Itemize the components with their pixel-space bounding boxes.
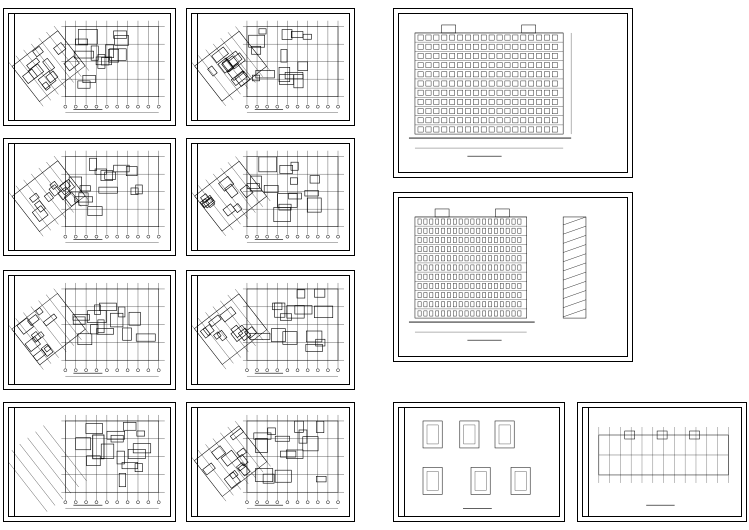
sheet-frame: [191, 275, 350, 385]
title-strip: [583, 408, 589, 516]
drawing-sheet-1: [3, 8, 176, 126]
sheet-frame: [8, 275, 171, 385]
title-strip: [9, 408, 15, 516]
sheet-frame: [398, 197, 628, 357]
roof-plan-sheet: [577, 402, 747, 522]
title-strip: [192, 144, 198, 250]
elevation-sheet-2: [393, 192, 633, 362]
title-strip: [9, 276, 15, 384]
title-strip: [192, 14, 198, 120]
sheet-frame: [8, 407, 171, 517]
floor-plan-drawing: [192, 20, 345, 113]
details-drawing: [422, 420, 531, 509]
drawing-sheet-4: [186, 138, 355, 256]
front-elevation-drawing: [408, 24, 572, 157]
title-strip: [192, 408, 198, 516]
floor-plan-drawing: [192, 282, 345, 377]
title-strip: [399, 408, 405, 516]
side-elevation-and-section-drawing: [408, 208, 587, 341]
sheet-frame: [582, 407, 742, 517]
drawing-sheet-6: [186, 270, 355, 390]
sheet-frame: [398, 407, 560, 517]
drawing-sheet-3: [3, 138, 176, 256]
title-strip: [192, 276, 198, 384]
floor-plan-drawing: [9, 282, 165, 377]
title-strip: [9, 14, 15, 120]
roof-plan-drawing: [598, 427, 729, 506]
sheet-frame: [8, 143, 171, 251]
title-strip: [9, 144, 15, 250]
sheet-frame: [398, 13, 628, 173]
elevation-sheet-1: [393, 8, 633, 178]
floor-plan-drawing: [9, 414, 165, 512]
sheet-frame: [191, 407, 350, 517]
drawing-sheet-7: [3, 402, 176, 522]
floor-plan-drawing: [192, 150, 345, 243]
sheet-frame: [191, 143, 350, 251]
sheet-frame: [8, 13, 171, 121]
floor-plan-drawing: [9, 150, 165, 243]
detail-sheet: [393, 402, 565, 522]
drawing-sheet-2: [186, 8, 355, 126]
drawing-sheet-5: [3, 270, 176, 390]
drawing-sheet-8: [186, 402, 355, 522]
floor-plan-drawing: [192, 414, 345, 509]
sheet-frame: [191, 13, 350, 121]
floor-plan-drawing: [9, 20, 165, 113]
